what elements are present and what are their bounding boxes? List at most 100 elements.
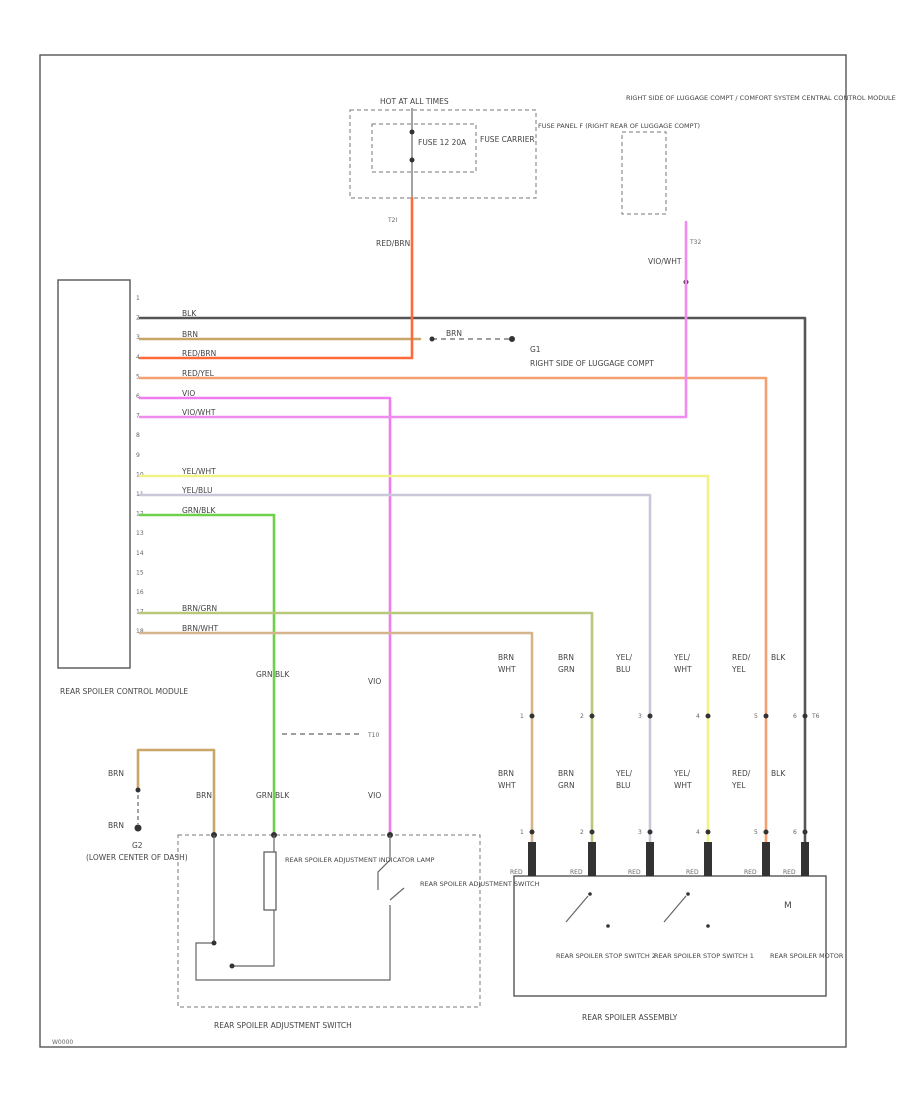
assembly-terminal-label: RED [783, 869, 796, 876]
assembly-terminal [801, 842, 809, 876]
ground-id: G1 [530, 345, 541, 354]
control-module-wire-label: BRN [182, 330, 198, 339]
assembly-terminal-label: RED [744, 869, 757, 876]
control-module-wire-label: BRN/WHT [182, 624, 219, 633]
assembly-wire-top-label: WHT [674, 665, 692, 674]
assembly-inline-connector [589, 713, 595, 719]
wire-brn-grn [138, 611, 594, 872]
stop-switch-2-label: REAR SPOILER STOP SWITCH 2 [556, 952, 656, 960]
control-module-pin: 3 [136, 334, 140, 341]
control-module-wire-label: VIO/WHT [182, 408, 216, 417]
assembly-wire-top-label: RED/ [732, 653, 751, 662]
wire-blk [138, 316, 807, 872]
assembly-terminal-pin [802, 829, 808, 835]
switch-return [195, 835, 391, 981]
control-module-wire-label: BLK [182, 309, 197, 318]
left-ground-point [134, 824, 142, 832]
assembly-wire-bottom-label: YEL/ [673, 769, 690, 778]
assembly-inline-connector [802, 713, 808, 719]
wire-brn-wht [138, 631, 534, 872]
assembly-inline-pin: 5 [754, 713, 758, 720]
wire-red-yel [138, 376, 768, 872]
assembly-wire-bottom-label: RED/ [732, 769, 751, 778]
fuse-hot-label: HOT AT ALL TIMES [380, 97, 449, 106]
left-ground-wire-1: BRN [108, 769, 124, 778]
assembly-terminal-pin [705, 829, 711, 835]
fuse-carrier-label: FUSE CARRIER [480, 135, 535, 144]
control-module-pin: 15 [136, 569, 144, 576]
ground-label: RIGHT SIDE OF LUGGAGE COMPT [530, 359, 654, 368]
control-module-pin: 18 [136, 628, 144, 635]
indicator-lamp-label: REAR SPOILER ADJUSTMENT INDICATOR LAMP [285, 856, 435, 864]
assembly-terminal [704, 842, 712, 876]
control-module-pin: 2 [136, 315, 140, 322]
indicator-lamp-icon [263, 851, 277, 911]
stop-switch-1-pivot [686, 892, 690, 896]
wire-red-brn [138, 196, 414, 360]
assembly-inline-connector [529, 713, 535, 719]
footer-code: W0000 [52, 1039, 73, 1046]
control-module-pin: 7 [136, 413, 140, 420]
assembly-wire-top-label: BLU [616, 665, 630, 674]
assembly-terminal-number: 5 [754, 829, 758, 836]
ground-wire-label: BRN [446, 329, 462, 338]
assembly-wire-bottom-label: YEL/ [615, 769, 632, 778]
control-module-label: REAR SPOILER CONTROL MODULE [60, 687, 188, 696]
comfort-wire-label: VIO/WHT [648, 257, 682, 266]
assembly-connector-label: T6 [811, 713, 820, 720]
stop-switch-2-icon [565, 895, 589, 923]
assembly-wire-bottom-label: GRN [558, 781, 575, 790]
wire-vio-wht [138, 220, 688, 419]
control-module-pin: 9 [136, 452, 140, 459]
assembly-terminal [762, 842, 770, 876]
assembly-inline-pin: 6 [793, 713, 797, 720]
stop-switch-2-contact [606, 924, 610, 928]
assembly-wire-top-label: WHT [498, 665, 516, 674]
t10-label: T10 [367, 732, 379, 739]
ground-g1-left [429, 336, 435, 342]
ground-g1-right [509, 336, 515, 342]
assembly-wire-top-label: BRN [498, 653, 514, 662]
control-module-wire-label: RED/BRN [182, 349, 216, 358]
stop-switch-2-pivot [588, 892, 592, 896]
assembly-terminal-pin [763, 829, 769, 835]
assembly-terminal-label: RED [510, 869, 523, 876]
assembly-terminal-label: RED [570, 869, 583, 876]
assembly-wire-bottom-label: BLK [771, 769, 786, 778]
fuse-label: FUSE 12 20A [418, 138, 467, 147]
lamp-ground-point [229, 963, 235, 969]
control-module-wire-label: YEL/BLU [181, 486, 212, 495]
wire-yel-wht [138, 474, 710, 872]
control-module-pin: 13 [136, 530, 144, 537]
assembly-terminal [646, 842, 654, 876]
assembly-inline-connector [647, 713, 653, 719]
assembly-terminal-number: 1 [520, 829, 524, 836]
wire-vio [138, 396, 392, 837]
assembly-inline-connector [763, 713, 769, 719]
control-module-pin: 5 [136, 373, 140, 380]
fuse-connector-label: T2I [387, 217, 397, 224]
assembly-wire-bottom-label: WHT [674, 781, 692, 790]
assembly-terminal-number: 3 [638, 829, 642, 836]
adj-switch-inner-label: REAR SPOILER ADJUSTMENT SWITCH [420, 880, 539, 888]
fuse-panel-label: FUSE PANEL F (RIGHT REAR OF LUGGAGE COMP… [538, 122, 700, 130]
assembly-terminal-number: 6 [793, 829, 797, 836]
fuse-terminal-bottom [409, 157, 415, 163]
control-module-pin: 14 [136, 550, 144, 557]
adj-brn-label: BRN [196, 791, 212, 800]
spoiler-assembly-label: REAR SPOILER ASSEMBLY [582, 1013, 678, 1022]
assembly-terminal-pin [647, 829, 653, 835]
fuse-panel-box [349, 109, 537, 199]
adj-vio-label-2: VIO [368, 791, 381, 800]
control-module-box [57, 279, 131, 669]
assembly-terminal-label: RED [628, 869, 641, 876]
wire-brn-left [136, 748, 216, 837]
assembly-terminal-pin [529, 829, 535, 835]
adj-grnblk-label-2: GRN BLK [256, 791, 290, 800]
comfort-connector-label: T32 [689, 239, 701, 246]
left-ground-terminal [135, 787, 141, 793]
